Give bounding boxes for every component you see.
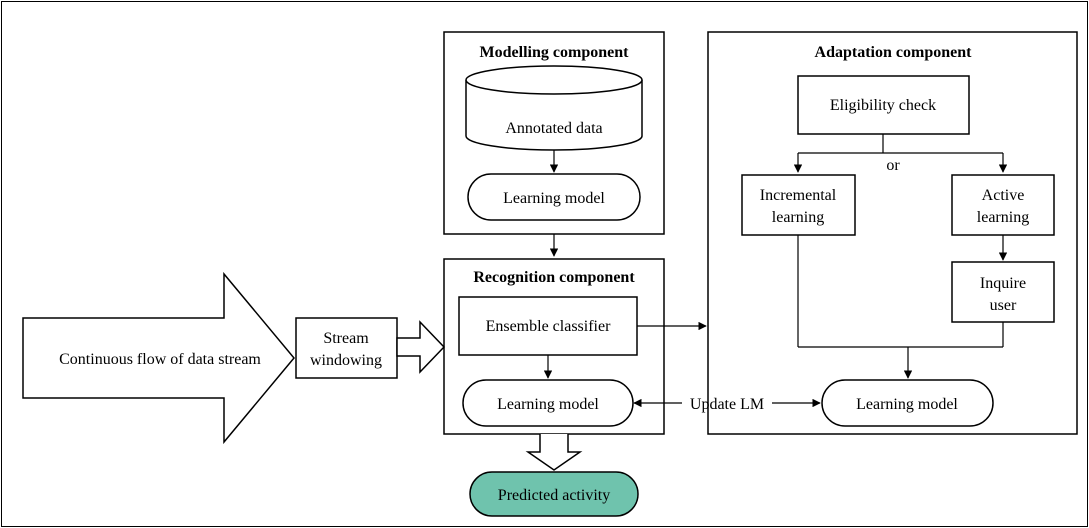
recognition-learning-model-label: Learning model bbox=[497, 396, 599, 413]
data-stream-label: Continuous flow of data stream bbox=[59, 351, 261, 368]
ensemble-classifier-label: Ensemble classifier bbox=[486, 318, 612, 335]
eligibility-check-node bbox=[797, 75, 970, 135]
modelling-learning-model-label: Learning model bbox=[503, 190, 605, 207]
inquire-user-node bbox=[951, 261, 1055, 323]
active-learning-node bbox=[951, 174, 1055, 236]
data-stream-block-arrow bbox=[22, 271, 295, 445]
stream-windowing-label-line1: Stream bbox=[323, 330, 369, 347]
recognition-learning-model-node bbox=[462, 379, 634, 427]
stream-windowing-node bbox=[295, 317, 398, 379]
incremental-learning-label-line1: Incremental bbox=[760, 187, 837, 204]
recognition-to-output-block-arrow bbox=[525, 434, 583, 471]
annotated-data-database-icon bbox=[465, 65, 643, 151]
predicted-activity-label: Predicted activity bbox=[498, 487, 610, 504]
inquire-user-label-line1: Inquire bbox=[980, 275, 1026, 292]
active-learning-label-line2: learning bbox=[977, 209, 1029, 226]
predicted-activity-node bbox=[469, 471, 639, 517]
inquire-user-label-line2: user bbox=[990, 297, 1017, 314]
modelling-component-title: Modelling component bbox=[480, 44, 630, 61]
modelling-learning-model-node bbox=[467, 173, 641, 221]
recognition-component: Recognition component Ensemble classifie… bbox=[443, 258, 665, 435]
adaptation-component: Adaptation component Eligibility check o… bbox=[707, 31, 1078, 435]
incremental-learning-node bbox=[741, 174, 856, 236]
annotated-data-label: Annotated data bbox=[505, 120, 602, 137]
active-learning-label-line1: Active bbox=[982, 187, 1025, 204]
eligibility-check-label: Eligibility check bbox=[830, 97, 936, 114]
or-label: or bbox=[886, 157, 900, 174]
incremental-learning-label-line2: learning bbox=[772, 209, 824, 226]
recognition-component-title: Recognition component bbox=[473, 269, 635, 286]
adaptation-component-title: Adaptation component bbox=[815, 44, 973, 61]
ensemble-classifier-node bbox=[458, 296, 638, 356]
update-lm-label: Update LM bbox=[690, 396, 764, 413]
stream-windowing-label-line2: windowing bbox=[310, 352, 382, 369]
windowing-to-recognition-block-arrow bbox=[396, 320, 446, 374]
adaptation-learning-model-label: Learning model bbox=[856, 396, 958, 413]
adaptation-learning-model-node bbox=[821, 379, 994, 427]
modelling-component: Modelling component Annotated data Learn… bbox=[443, 31, 665, 235]
